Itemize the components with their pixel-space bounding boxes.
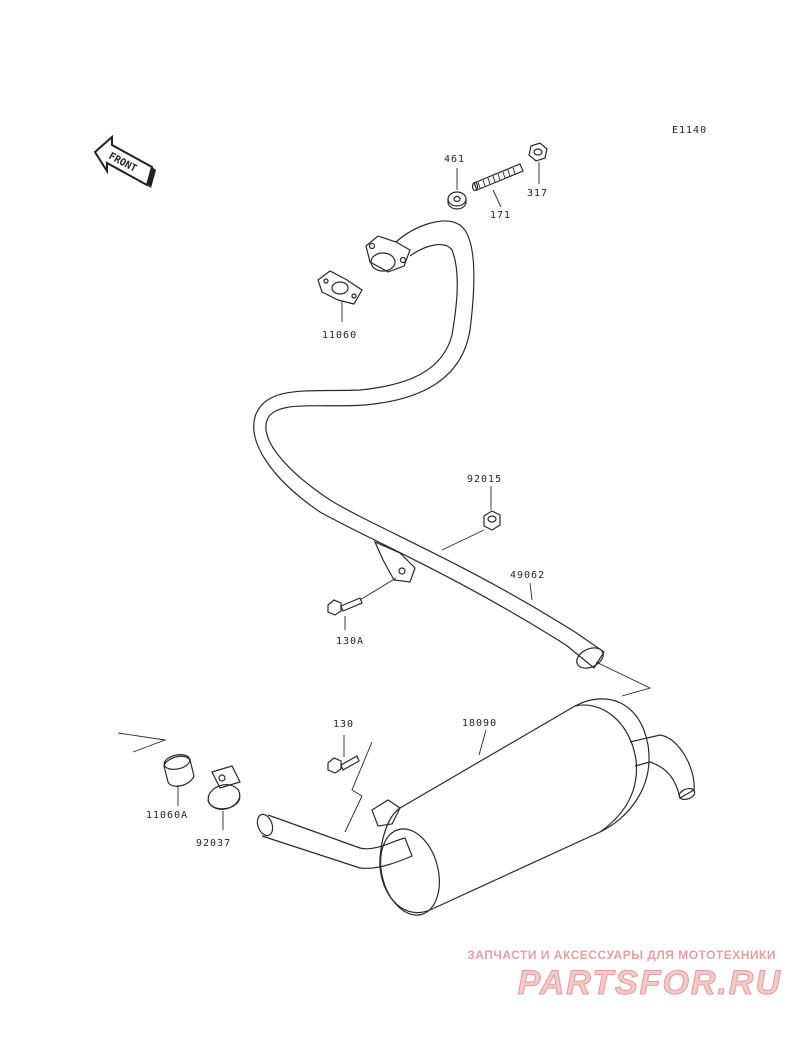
gasket-11060 [317,270,363,305]
watermark-logo: PARTSFOR.RU [517,964,782,1003]
label-11060a: 11060A [146,810,188,821]
muffler-18090 [256,698,696,916]
exhaust-pipe-49062 [253,220,605,669]
nut-92015 [483,510,501,531]
diagram-code: E1140 [672,125,707,136]
front-arrow-icon: FRONT [93,134,156,188]
label-18090: 18090 [462,718,497,729]
label-171: 171 [490,210,511,221]
clamp-92037 [207,765,241,810]
bolt-130a [327,597,363,616]
label-92015: 92015 [467,474,502,485]
nut-317 [528,142,548,162]
label-11060: 11060 [322,330,357,341]
watermark-caption: ЗАПЧАСТИ И АКСЕССУАРЫ ДЛЯ МОТОТЕХНИКИ [467,948,776,962]
label-461: 461 [444,154,465,165]
gasket-11060a [163,754,195,787]
stud-171 [471,163,524,192]
label-49062: 49062 [510,570,545,581]
bolt-130 [327,755,360,774]
label-130: 130 [333,719,354,730]
label-130a: 130A [336,636,364,647]
label-92037: 92037 [196,838,231,849]
label-317: 317 [527,188,548,199]
washer-461 [447,191,467,210]
